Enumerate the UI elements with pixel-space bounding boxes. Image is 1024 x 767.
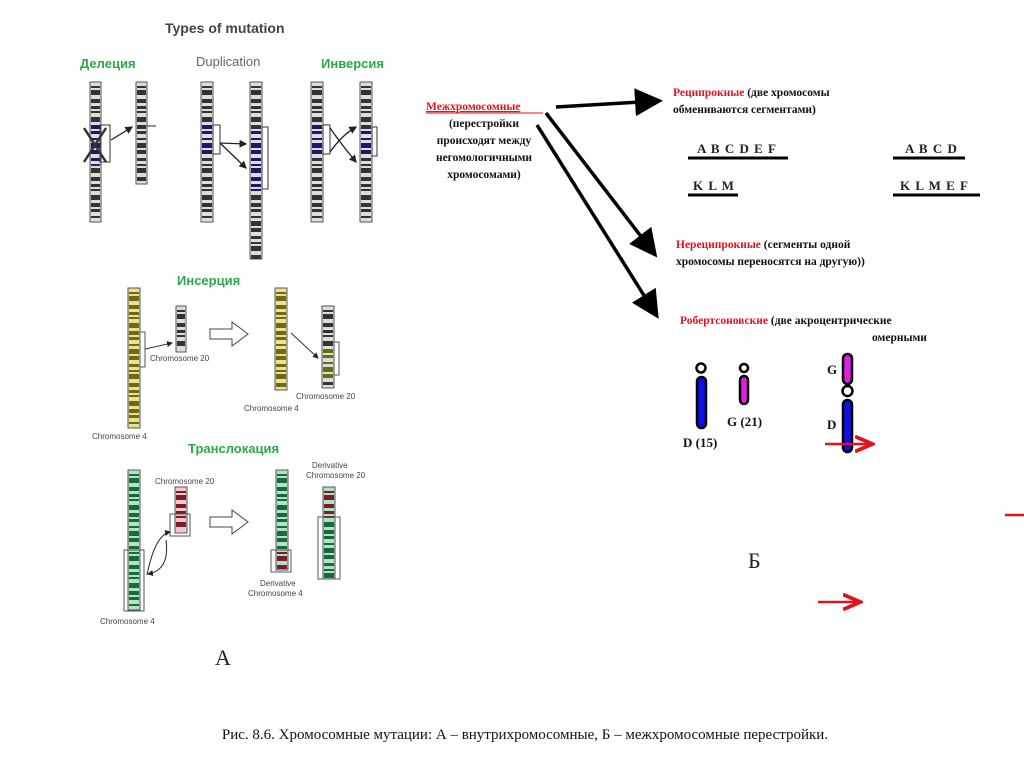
translocation-arrow-2 xyxy=(147,539,168,577)
chromosome-illustrations xyxy=(89,81,373,611)
panel-b-letter: Б xyxy=(748,548,761,573)
duplication-chromosome-result xyxy=(249,81,263,260)
derivative-20-label-line2: Chromosome 20 xyxy=(306,471,366,480)
insertion-result-chromosome-20 xyxy=(321,305,335,389)
panel-a-title: Types of mutation xyxy=(165,20,285,36)
inversion-chromosome-original xyxy=(310,81,324,223)
reciprocal-term: Реципрокные xyxy=(673,87,744,99)
translocation-arrow-1 xyxy=(146,530,171,576)
derivative-4-label-line2: Chromosome 4 xyxy=(248,589,303,598)
panel-b: Межхромосомные (перестройки происходят м… xyxy=(426,87,1024,602)
interchromosomal-desc-2: происходят между xyxy=(437,135,532,147)
insertion-box xyxy=(139,331,146,368)
translocation-chr20-label: Chromosome 20 xyxy=(155,477,215,486)
panel-a-letter: А xyxy=(215,645,231,670)
deletion-chromosome-original xyxy=(89,81,102,223)
reciprocal-desc-1: (две хромосомы xyxy=(744,87,829,99)
robertsonian-term: Робертсоновские xyxy=(680,315,768,327)
nonreciprocal-text: Нереципрокные (сегменты одной xyxy=(676,239,851,251)
translocation-label: Транслокация xyxy=(188,441,279,456)
deletion-cross xyxy=(82,127,108,163)
translocation-box-chr4 xyxy=(123,549,145,612)
arrow-to-robertsonian xyxy=(535,124,659,319)
deletion-chromosome-result xyxy=(135,81,148,185)
derivative-20-box xyxy=(317,516,341,580)
translocation-box-chr20 xyxy=(169,513,191,537)
translocation-chromosome-20 xyxy=(174,486,188,534)
robertsonian-text: Робертсоновские (две акроцентрические xyxy=(680,315,892,327)
nonreciprocal-desc-2: хромосомы переносятся на другую)) xyxy=(676,256,865,268)
d15-label: D (15) xyxy=(683,435,717,450)
chromosome-g21 xyxy=(738,362,750,406)
derivative-chromosome-4 xyxy=(275,469,289,571)
duplication-arrow-2 xyxy=(219,142,247,169)
fused-chromosome xyxy=(841,352,854,454)
chromosome-d15 xyxy=(695,362,708,430)
interchromosomal-desc-4: хромосомами) xyxy=(447,169,521,181)
inversion-label: Инверсия xyxy=(321,56,384,71)
segments-after-bottom: K L M E F xyxy=(900,178,969,193)
interchromosomal-desc-1: (перестройки xyxy=(449,118,519,130)
robertsonian-desc-1: (две акроцентрические xyxy=(768,315,892,327)
insertion-result-chr4-label: Chromosome 4 xyxy=(244,404,299,413)
reciprocal-text: Реципрокные (две хромосомы xyxy=(673,87,830,99)
duplication-arrow-1 xyxy=(219,139,248,148)
segments-before-top: A B C D E F xyxy=(697,141,777,156)
derivative-20-label-line1: Derivative xyxy=(312,461,348,470)
robertsonian-desc-2: омерными xyxy=(872,332,927,344)
duplication-label: Duplication xyxy=(196,54,260,69)
duplication-box xyxy=(212,124,221,155)
insertion-arrow xyxy=(144,341,173,350)
insertion-chromosome-20 xyxy=(175,305,187,353)
deletion-arrow xyxy=(110,126,134,141)
insertion-label: Инсерция xyxy=(177,273,240,288)
deletion-label: Делеция xyxy=(80,56,136,71)
nonreciprocal-term: Нереципрокные xyxy=(676,239,761,251)
segments-before-bottom: K L M xyxy=(693,178,735,193)
fused-g-label: G xyxy=(827,362,837,377)
inversion-arrow-1 xyxy=(329,127,357,164)
segments-after-top: A B C D xyxy=(905,141,958,156)
interchromosomal-term: Межхромосомные xyxy=(426,101,520,113)
insertion-chr4-label: Chromosome 4 xyxy=(92,432,147,441)
arrow-to-nonreciprocal xyxy=(544,111,658,258)
inversion-result-box xyxy=(371,126,378,157)
insertion-result-arrow-icon xyxy=(209,321,249,347)
insertion-result-chromosome-4 xyxy=(274,287,288,391)
translocation-chromosome-4 xyxy=(127,469,141,611)
derivative-chromosome-20 xyxy=(322,486,336,580)
nonreciprocal-desc-1: (сегменты одной xyxy=(761,239,851,251)
derivative-4-label-line1: Derivative xyxy=(260,579,296,588)
translocation-chr4-label: Chromosome 4 xyxy=(100,617,155,626)
inversion-arrow-2 xyxy=(329,126,358,153)
insertion-chromosome-4 xyxy=(127,287,141,429)
derivative-4-box xyxy=(270,549,292,573)
arrow-to-reciprocal xyxy=(555,88,663,117)
insertion-result-chr20-label: Chromosome 20 xyxy=(296,392,356,401)
duplication-result-box xyxy=(261,126,269,190)
reciprocal-desc-2: обмениваются сегментами) xyxy=(673,104,816,116)
insertion-result-line xyxy=(290,332,319,359)
duplication-chromosome-original xyxy=(200,81,214,223)
inversion-chromosome-result xyxy=(359,81,373,223)
g21-label: G (21) xyxy=(727,414,762,429)
panel-a: Types of mutation Делеция Duplication Ин… xyxy=(80,20,384,670)
inversion-box xyxy=(322,124,331,155)
insertion-result-box xyxy=(333,341,340,376)
translocation-result-arrow-icon xyxy=(209,509,249,535)
insertion-chr20-label: Chromosome 20 xyxy=(150,354,210,363)
fused-d-label: D xyxy=(827,417,836,432)
figure-caption: Рис. 8.6. Хромосомные мутации: А – внутр… xyxy=(222,727,828,743)
interchromosomal-desc-3: негомологичными xyxy=(436,152,532,164)
